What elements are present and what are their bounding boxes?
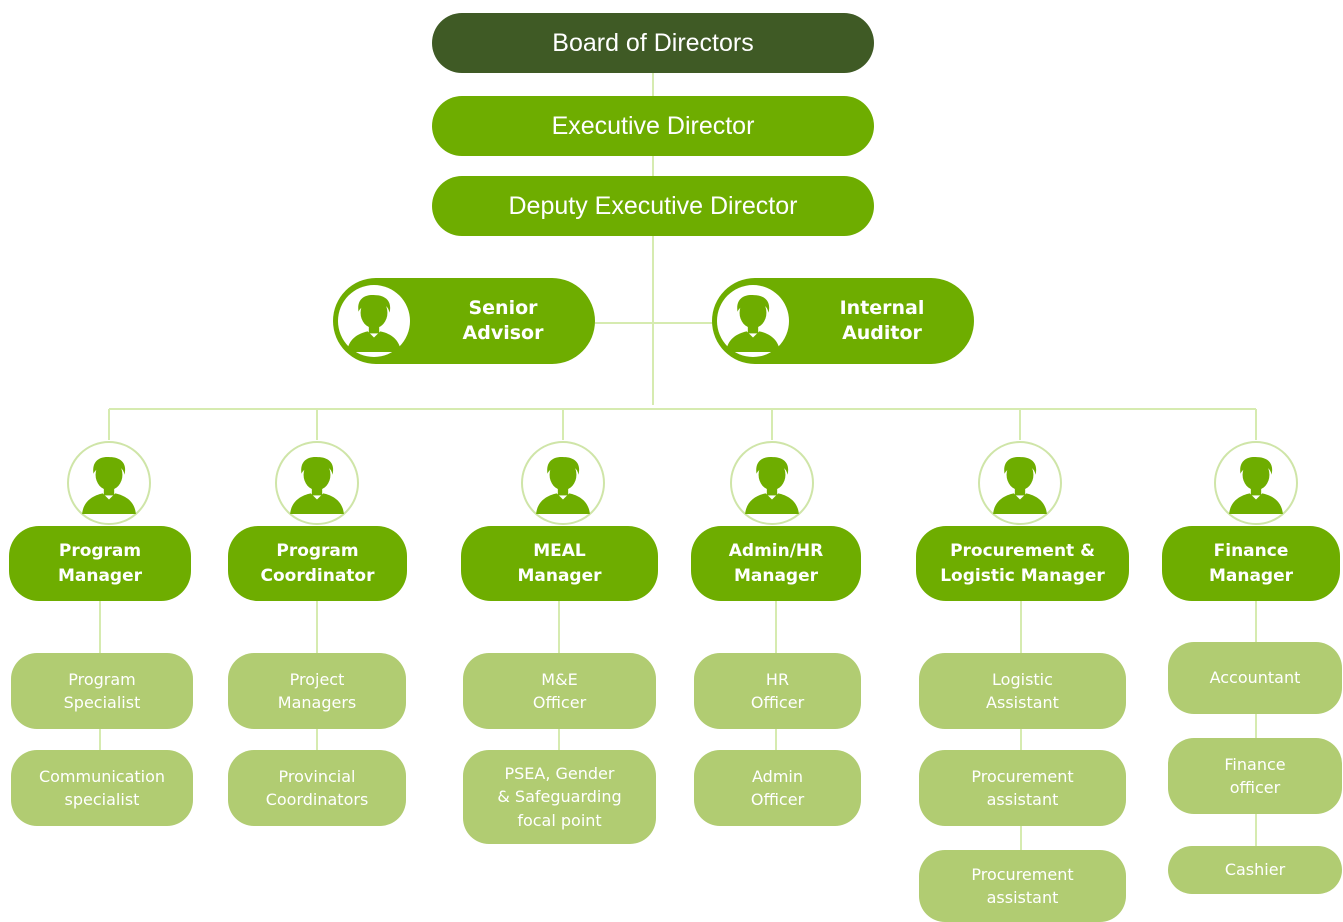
procurement-logistic-manager-box: Procurement & Logistic Manager (916, 526, 1129, 601)
board-of-directors-label: Board of Directors (552, 28, 754, 57)
staff-box: HR Officer (694, 653, 861, 729)
staff-box: Project Managers (228, 653, 406, 729)
manager-label: MEAL Manager (517, 540, 602, 586)
staff-label: Procurement assistant (971, 864, 1074, 907)
staff-label: Logistic Assistant (986, 669, 1059, 712)
staff-label: Communication specialist (38, 766, 166, 809)
person-avatar-icon (1214, 441, 1298, 525)
staff-box: Cashier (1168, 846, 1342, 894)
staff-box: PSEA, Gender & Safeguarding focal point (463, 750, 656, 844)
person-avatar-icon (338, 285, 410, 357)
deputy-executive-director-box: Deputy Executive Director (432, 176, 874, 236)
program-coordinator-box: Program Coordinator (228, 526, 407, 601)
manager-label: Admin/HR Manager (728, 540, 824, 586)
program-manager-box: Program Manager (9, 526, 191, 601)
staff-label: HR Officer (750, 669, 805, 712)
admin-hr-manager-box: Admin/HR Manager (691, 526, 861, 601)
person-avatar-icon (978, 441, 1062, 525)
manager-label: Program Manager (57, 540, 143, 586)
staff-label: Program Specialist (63, 669, 141, 712)
staff-box: Communication specialist (11, 750, 193, 826)
staff-box: M&E Officer (463, 653, 656, 729)
finance-manager-box: Finance Manager (1162, 526, 1340, 601)
board-of-directors-box: Board of Directors (432, 13, 874, 73)
senior-advisor-box: Senior Advisor (333, 278, 595, 364)
internal-auditor-box: Internal Auditor (712, 278, 974, 364)
staff-box: Finance officer (1168, 738, 1342, 814)
staff-box: Program Specialist (11, 653, 193, 729)
staff-label: Cashier (1224, 860, 1286, 880)
manager-label: Finance Manager (1208, 540, 1294, 586)
staff-label: PSEA, Gender & Safeguarding focal point (497, 764, 622, 830)
staff-label: Provincial Coordinators (265, 766, 369, 809)
meal-manager-box: MEAL Manager (461, 526, 658, 601)
staff-box: Accountant (1168, 642, 1342, 714)
staff-box: Procurement assistant (919, 850, 1126, 922)
person-avatar-icon (521, 441, 605, 525)
internal-auditor-label: Internal Auditor (839, 297, 925, 344)
manager-label: Program Coordinator (260, 540, 375, 586)
executive-director-label: Executive Director (551, 111, 755, 140)
deputy-executive-director-label: Deputy Executive Director (508, 191, 798, 220)
staff-label: Finance officer (1224, 754, 1286, 797)
staff-label: M&E Officer (532, 669, 587, 712)
executive-director-box: Executive Director (432, 96, 874, 156)
staff-box: Admin Officer (694, 750, 861, 826)
staff-box: Procurement assistant (919, 750, 1126, 826)
manager-label: Procurement & Logistic Manager (940, 540, 1105, 586)
person-avatar-icon (275, 441, 359, 525)
staff-label: Project Managers (277, 669, 357, 712)
staff-box: Logistic Assistant (919, 653, 1126, 729)
staff-label: Procurement assistant (971, 766, 1074, 809)
senior-advisor-label: Senior Advisor (462, 297, 544, 344)
person-avatar-icon (67, 441, 151, 525)
staff-box: Provincial Coordinators (228, 750, 406, 826)
staff-label: Accountant (1209, 668, 1301, 688)
person-avatar-icon (717, 285, 789, 357)
staff-label: Admin Officer (750, 766, 805, 809)
person-avatar-icon (730, 441, 814, 525)
